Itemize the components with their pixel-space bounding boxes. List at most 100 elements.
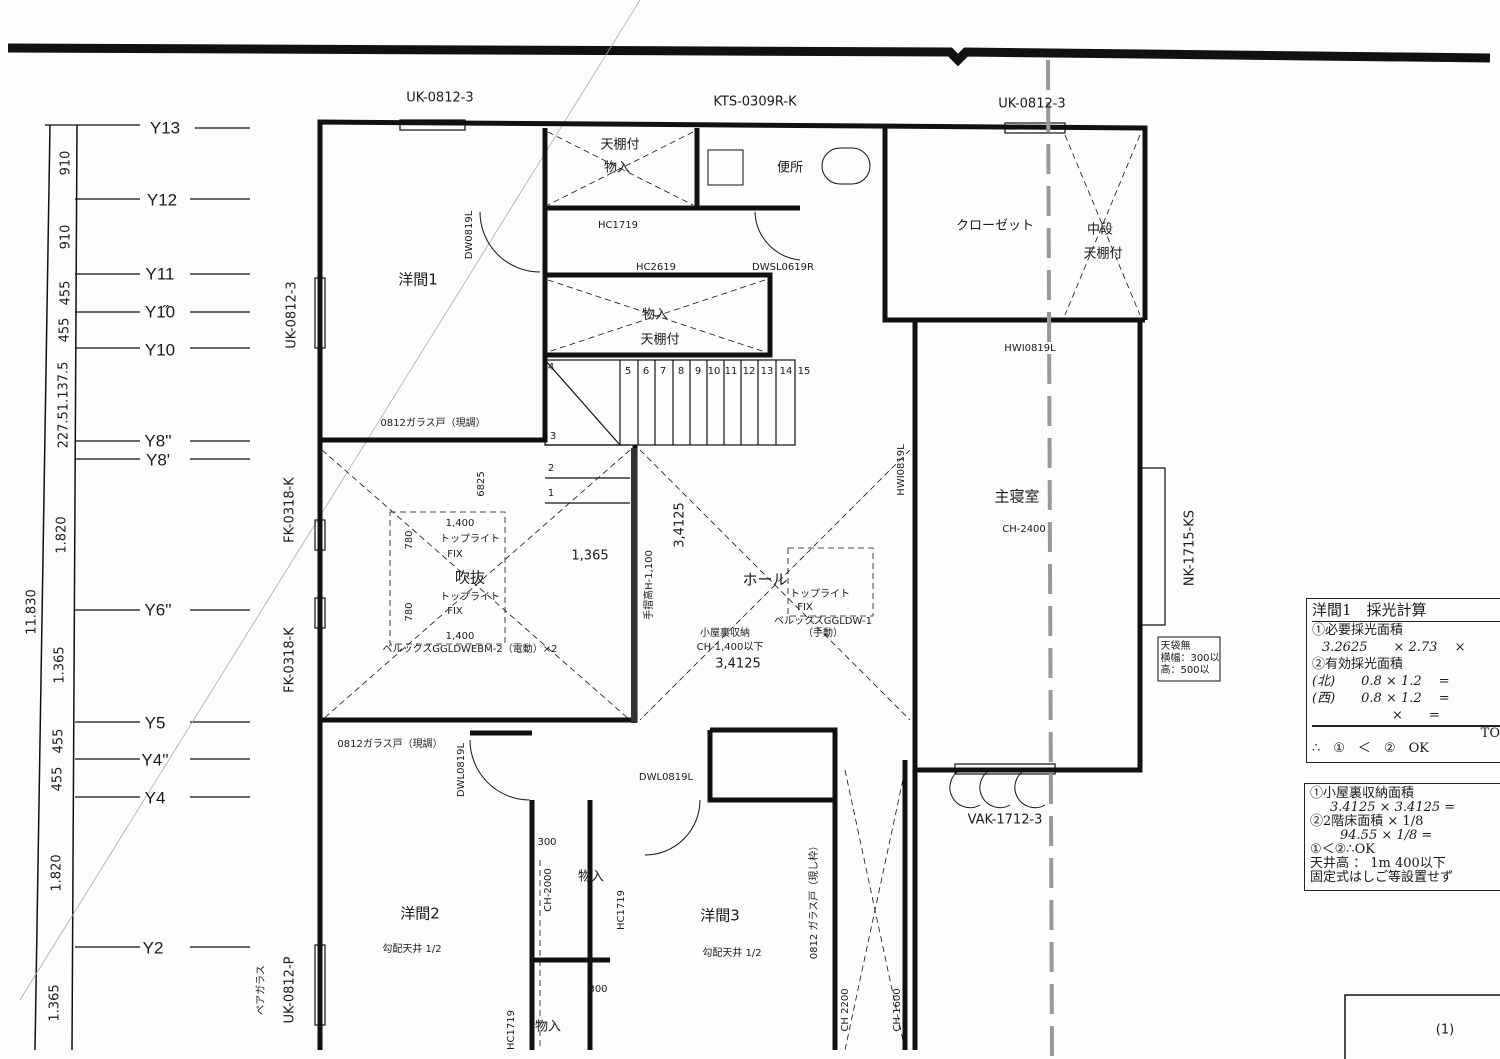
door-label: 0812ガラス戸（現調） — [380, 418, 486, 429]
grid-label-y6: Y6'' — [144, 600, 172, 620]
dim-label: 1,365 — [571, 548, 609, 564]
window-label: UK-0812-3 — [998, 96, 1066, 112]
window-label: VAK-1712-3 — [967, 812, 1043, 828]
room-label-room2: 洋間2 — [400, 904, 440, 923]
dim-label: 455 — [51, 728, 67, 754]
door-label: HWI0819L — [896, 444, 907, 496]
sheet-border-band — [7, 43, 1491, 67]
window-label: UK-0812-3 — [284, 281, 300, 349]
calc-row: 3.4125 × 3.4125 = — [1330, 800, 1456, 815]
storage-label: 天棚付 — [600, 137, 640, 153]
grid-label-y11: Y11 — [145, 264, 175, 284]
door-label: HWI0819L — [1004, 343, 1056, 354]
calc-row: ①必要採光面積 — [1312, 623, 1404, 638]
room-label-hall: ホール — [742, 570, 788, 589]
grid-label-y2: Y2 — [142, 938, 164, 958]
attic-calc-table: ①小屋裏収納面積 3.4125 × 3.4125 = ②2階床面積 × 1/8 … — [1304, 783, 1500, 891]
fix-label: FIX — [447, 549, 463, 560]
fix-label: FIX — [447, 606, 463, 617]
dim-label: 6825 — [476, 471, 487, 497]
calc-row: 固定式はしご等設置せず — [1310, 870, 1454, 885]
storage-label: 物入 — [641, 307, 669, 323]
grid-label-y8-d: Y8' — [145, 450, 171, 470]
grid-label-y13: Y13 — [149, 118, 181, 138]
dim-label: 455 — [58, 280, 74, 306]
dim-label: 1,400 — [445, 631, 475, 642]
dim-label: 910 — [58, 224, 74, 250]
sheet-number: (1) — [1435, 1022, 1455, 1038]
calc-row: 3.2625 × 2.73 × — [1322, 640, 1466, 655]
dim-label: 1.365 — [47, 984, 63, 1022]
dim-label: 300 — [588, 984, 608, 995]
calc-row: ②有効採光面積 — [1312, 657, 1404, 672]
door-label: DW0819L — [464, 210, 475, 260]
dim-label: 1,400 — [445, 518, 475, 529]
dim-label: 3,4125 — [715, 656, 761, 672]
bag-note: 天袋無 横幅：300以 高：500以 — [1160, 641, 1219, 677]
room-label-master: 主寝室 — [994, 487, 1040, 506]
stair-step: 1 — [547, 488, 555, 499]
door-label: HC1719 — [616, 890, 627, 930]
toplight-label: トップライト — [440, 592, 500, 603]
door-label: HC1719 — [506, 1010, 517, 1050]
door-label: 0812ガラス戸（現調） — [337, 739, 443, 750]
room-label-room3: 洋間3 — [700, 906, 740, 925]
bag-note-line: 天袋無 — [1160, 641, 1191, 652]
attic-label: 小屋裏収納 — [700, 628, 750, 639]
door-label: DWSL0619R — [752, 262, 814, 273]
dim-label: 227.51.137.5 — [56, 361, 72, 449]
room-label-room1: 洋間1 — [398, 270, 438, 289]
stair-step: 6 — [642, 366, 650, 377]
dim-label: 780 — [404, 602, 415, 622]
window-label: UK-0812-P — [282, 956, 298, 1024]
dim-label: 780 — [404, 530, 415, 550]
stair-step: 14 — [779, 366, 793, 377]
bag-note-line: 横幅：300以 — [1160, 653, 1220, 664]
window-label: NK-1715-KS — [1182, 509, 1198, 587]
attic-ch: CH-1,400以下 — [696, 642, 764, 653]
stair-step: 13 — [760, 366, 774, 377]
dim-label: 1.365 — [52, 646, 68, 684]
calc-row: 94.55 × 1/8 = — [1340, 828, 1433, 843]
calc-row: TO — [1480, 726, 1500, 741]
calc-row: (北) 0.8 × 1.2 = — [1312, 674, 1450, 689]
slope-ceiling: 勾配天井 1/2 — [382, 944, 442, 955]
toplight-label: トップライト — [790, 589, 850, 600]
slope-ceiling: 勾配天井 1/2 — [702, 948, 762, 959]
void-label: 吹抜 — [454, 568, 486, 587]
velux-label: ベルックスGGLDW-1 — [774, 616, 872, 627]
dim-label: 910 — [58, 150, 74, 176]
calc-row: ②2階床面積 × 1/8 — [1310, 814, 1424, 829]
calc-row: (西) 0.8 × 1.2 = — [1312, 691, 1450, 706]
calc-row: ①＜②∴OK — [1310, 842, 1375, 857]
window-note: ペアガラス — [256, 965, 267, 1015]
ch-label: CH 2200 — [840, 988, 851, 1032]
room-label-closet: クローゼット — [955, 218, 1035, 234]
ch-label: CH-2000 — [543, 868, 554, 912]
closet-shelf: 天棚付 — [1083, 246, 1123, 262]
storage-label: 物入 — [603, 160, 631, 176]
stair-step: 15 — [797, 366, 811, 377]
handrail-label: 手摺高H-1,100 — [644, 550, 655, 620]
stair-step: 3 — [549, 431, 557, 442]
toplight-label: トップライト — [440, 534, 500, 545]
closet-shelf: 中段 — [1086, 222, 1114, 238]
master-ch: CH-2400 — [1002, 524, 1046, 535]
grid-label-y10: Y10 — [144, 340, 176, 360]
window-label: FK-0318-K — [282, 477, 298, 543]
velux-label: ベルックスGGLDWEBM-2（電動）×2 — [382, 644, 558, 655]
door-label: DWL0819L — [638, 772, 694, 783]
stair-step: 12 — [742, 366, 756, 377]
window-label: FK-0318-K — [282, 627, 298, 693]
window-label: KTS-0309R-K — [713, 94, 797, 110]
stair-step: 5 — [624, 366, 632, 377]
grid-label-y8-dd: Y8'' — [144, 431, 172, 451]
grid-label-y4: Y4 — [144, 788, 166, 808]
stair-step: 10 — [707, 366, 721, 377]
calc-row: × = — [1392, 708, 1440, 723]
grid-label-y5: Y5 — [144, 713, 166, 733]
dim-label: 1.820 — [49, 854, 65, 892]
door-label: 0812 ガラス戸（現し枠） — [809, 840, 820, 960]
bag-note-line: 高：500以 — [1160, 665, 1210, 676]
